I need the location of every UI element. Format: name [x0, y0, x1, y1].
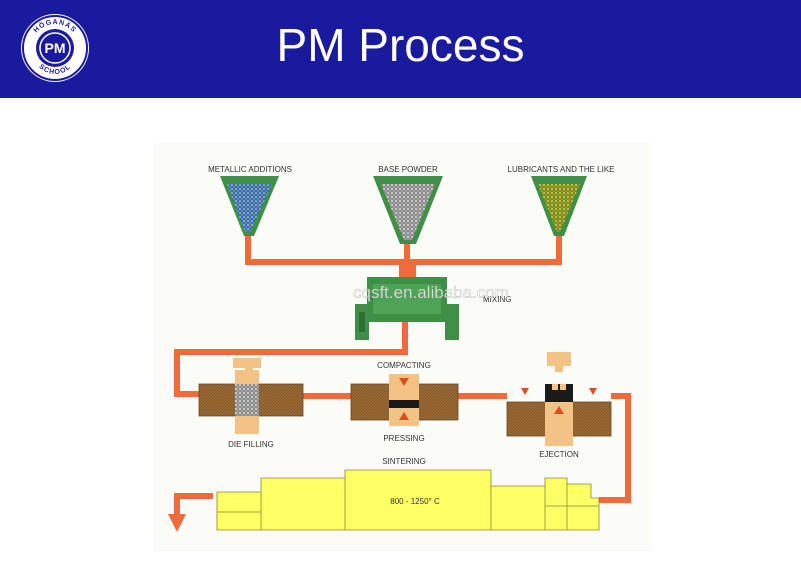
- header-bar: HÖGANÄS SCHOOL PM PM Process: [0, 0, 801, 98]
- label-sintering: SINTERING: [382, 457, 426, 466]
- logo-monogram: PM: [45, 40, 66, 56]
- ejection-station: [506, 352, 612, 446]
- pressing-station: [350, 374, 459, 426]
- label-mixing: MIXING: [483, 295, 511, 304]
- sintering-furnace: [216, 469, 600, 531]
- output-arrow-icon: [168, 514, 186, 532]
- label-base-powder: BASE POWDER: [378, 165, 438, 174]
- die-filling-station: [198, 358, 304, 434]
- watermark: cqsft.en.alibaba.com: [353, 283, 509, 302]
- hoganas-school-logo: HÖGANÄS SCHOOL PM: [21, 14, 89, 82]
- label-temperature: 800 - 1250° C: [390, 497, 440, 506]
- label-pressing: PRESSING: [383, 434, 424, 443]
- hopper-lubricants: [531, 176, 587, 236]
- hopper-base-powder: [373, 176, 443, 244]
- pm-process-diagram: METALLIC ADDITIONS BASE POWDER LUBRICANT…: [155, 144, 651, 550]
- label-ejection: EJECTION: [539, 450, 579, 459]
- mixer: [355, 277, 459, 340]
- label-metallic-additions: METALLIC ADDITIONS: [208, 165, 292, 174]
- flow-lines: [174, 236, 631, 516]
- label-lubricants: LUBRICANTS AND THE LIKE: [508, 165, 615, 174]
- hopper-metallic: [220, 176, 279, 236]
- label-die-filling: DIE FILLING: [228, 440, 274, 449]
- page-title: PM Process: [276, 19, 525, 71]
- label-compacting: COMPACTING: [377, 361, 431, 370]
